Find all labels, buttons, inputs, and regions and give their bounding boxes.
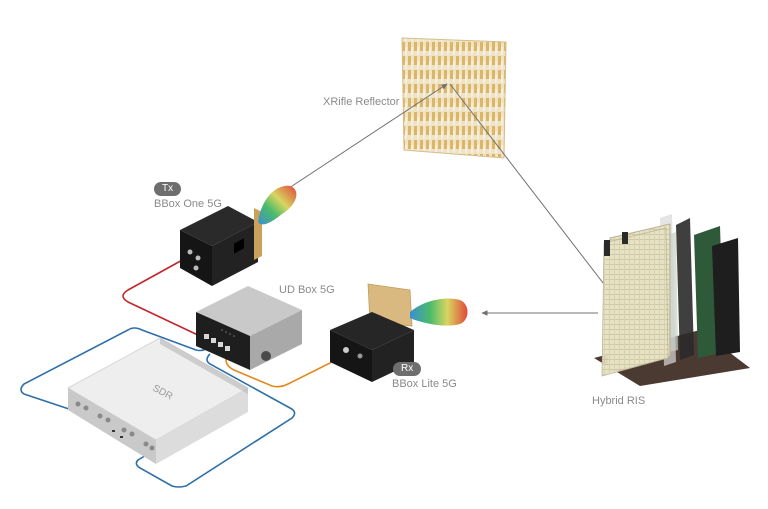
cable-blue-sdr-udbox-inner (135, 353, 296, 488)
bbox-lite-5g-device (330, 283, 468, 382)
hybrid-ris (594, 214, 750, 386)
beam-arrow-reflector-to-ris (449, 83, 621, 306)
rx-device-label: BBox Lite 5G (392, 378, 457, 390)
sdr-device (66, 337, 250, 464)
rx-badge: Rx (393, 362, 422, 376)
tx-beam (258, 185, 297, 225)
tx-badge: Tx (154, 182, 182, 196)
cable-orange-udbox-rx (225, 352, 341, 388)
ud-box-device (196, 286, 302, 370)
bbox-one-5g-device (180, 185, 297, 286)
reflector-label: XRifle Reflector (323, 96, 400, 108)
rx-beam (410, 298, 468, 326)
tx-device-label: BBox One 5G (154, 198, 222, 210)
ris-label: Hybrid RIS (592, 395, 646, 407)
udbox-label: UD Box 5G (279, 284, 335, 296)
cable-blue-sdr-udbox-outer (20, 327, 211, 411)
beam-arrow-tx-to-reflector (282, 83, 448, 193)
xrifle-reflector (401, 37, 507, 159)
